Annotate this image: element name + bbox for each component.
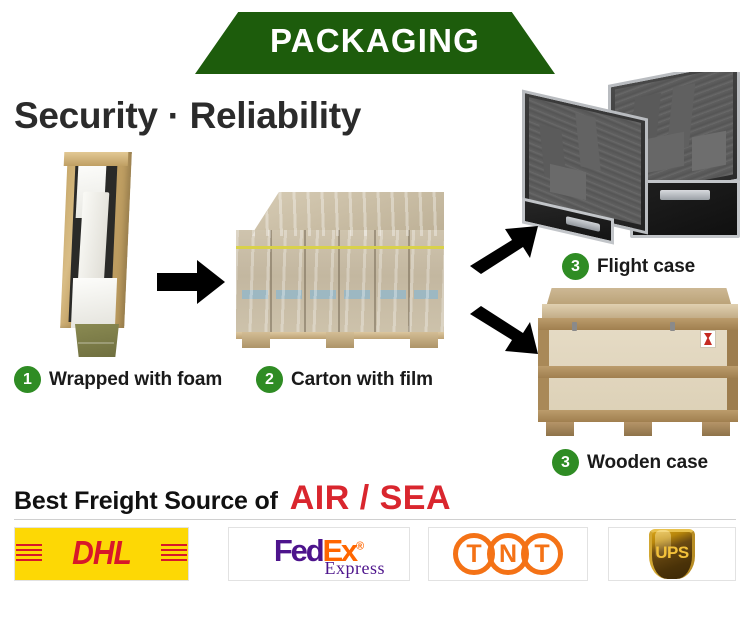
arrow-step1-to-step2-icon bbox=[157, 258, 227, 311]
photo-flight-case bbox=[520, 72, 745, 247]
step-2: 2 Carton with film bbox=[256, 366, 433, 393]
arrow-step2-to-wooden-case-icon bbox=[468, 300, 540, 367]
banner-title: PACKAGING bbox=[269, 22, 481, 59]
step-3-flight-case-label: Flight case bbox=[597, 255, 696, 277]
logo-fedex: FedEx® Express bbox=[228, 527, 410, 581]
fedex-wordmark: FedEx® bbox=[274, 533, 364, 569]
page-title: Security · Reliability bbox=[14, 95, 362, 136]
shrink-film-sheen-top bbox=[252, 192, 444, 236]
wooden-case-rail bbox=[538, 318, 738, 330]
tnt-rings: T N T bbox=[453, 533, 563, 575]
step-3-flight-case: 3 Flight case bbox=[562, 253, 695, 280]
dhl-background bbox=[15, 528, 188, 580]
logo-dhl: DHL bbox=[14, 527, 189, 581]
carton-handle-strip bbox=[380, 290, 406, 299]
wooden-case-foot bbox=[702, 422, 730, 436]
carton-seam bbox=[304, 230, 306, 332]
crate-base-line bbox=[78, 342, 114, 344]
carton-handle-strip bbox=[414, 290, 438, 299]
pallet-block bbox=[326, 332, 354, 348]
photo-wooden-case bbox=[538, 288, 746, 440]
banner-shape bbox=[195, 12, 555, 74]
photo-wrapped-with-foam bbox=[58, 152, 140, 357]
carton-handle-strip bbox=[276, 290, 302, 299]
step-3-wooden-case-label: Wooden case bbox=[587, 451, 709, 473]
freight-headline: Best Freight Source of AIR / SEA bbox=[14, 479, 451, 518]
logo-tnt: T N T bbox=[428, 527, 588, 581]
packaging-banner: PACKAGING bbox=[195, 12, 555, 74]
carton-handle-strip bbox=[310, 290, 336, 299]
tnt-ring-3: T bbox=[521, 533, 563, 575]
carton-seam bbox=[408, 230, 410, 332]
step-1-badge: 1 bbox=[14, 366, 41, 393]
step-3-wooden-case: 3 Wooden case bbox=[552, 449, 708, 476]
registered-trademark-icon: ® bbox=[355, 540, 365, 553]
foam-divider bbox=[692, 130, 726, 172]
photo-carton-with-film bbox=[236, 192, 454, 360]
crate-rim bbox=[63, 152, 129, 166]
step-1: 1 Wrapped with foam bbox=[14, 366, 222, 393]
dhl-wordmark: DHL bbox=[72, 534, 132, 572]
foam-block-bottom bbox=[70, 278, 118, 328]
metal-clip bbox=[572, 322, 577, 331]
ups-wordmark: UPS bbox=[655, 542, 689, 562]
carton-handle-strip bbox=[344, 290, 370, 299]
divider bbox=[14, 519, 736, 520]
wooden-case-foot bbox=[546, 422, 574, 436]
fedex-express-subtext: Express bbox=[324, 558, 385, 578]
wooden-case-foot bbox=[624, 422, 652, 436]
wooden-case-rail bbox=[538, 366, 738, 378]
ups-shield-icon: UPS bbox=[649, 529, 695, 579]
pallet-top-face bbox=[252, 192, 444, 234]
freight-highlight: AIR / SEA bbox=[289, 479, 452, 517]
pallet-block bbox=[410, 332, 438, 348]
step-3-wooden-case-badge: 3 bbox=[552, 449, 579, 476]
wooden-case-lid-edge bbox=[542, 304, 738, 320]
step-3-flight-case-badge: 3 bbox=[562, 253, 589, 280]
crate-base bbox=[75, 324, 119, 357]
metal-clip bbox=[670, 322, 675, 331]
dhl-speed-lines-left-icon bbox=[16, 544, 42, 564]
logo-ups: UPS bbox=[608, 527, 736, 581]
freight-prefix: Best Freight Source of bbox=[14, 487, 278, 515]
step-2-label: Carton with film bbox=[291, 368, 433, 390]
dhl-speed-lines-right-icon bbox=[161, 544, 187, 564]
step-2-badge: 2 bbox=[256, 366, 283, 393]
fragile-label bbox=[700, 330, 716, 348]
step-1-label: Wrapped with foam bbox=[49, 368, 223, 390]
fedex-fed: Fed bbox=[273, 533, 325, 568]
pallet-block bbox=[242, 332, 270, 348]
carton-seam bbox=[270, 230, 272, 332]
flight-case-handle bbox=[660, 190, 710, 200]
arrow-step2-to-flight-case-icon bbox=[468, 222, 540, 289]
carton-handle-strip bbox=[242, 290, 268, 299]
wooden-case-rail bbox=[538, 410, 738, 422]
yellow-strap bbox=[236, 246, 444, 249]
fedex-ex: Ex bbox=[322, 533, 358, 568]
carton-seam bbox=[374, 230, 376, 332]
carton-seam bbox=[338, 230, 340, 332]
